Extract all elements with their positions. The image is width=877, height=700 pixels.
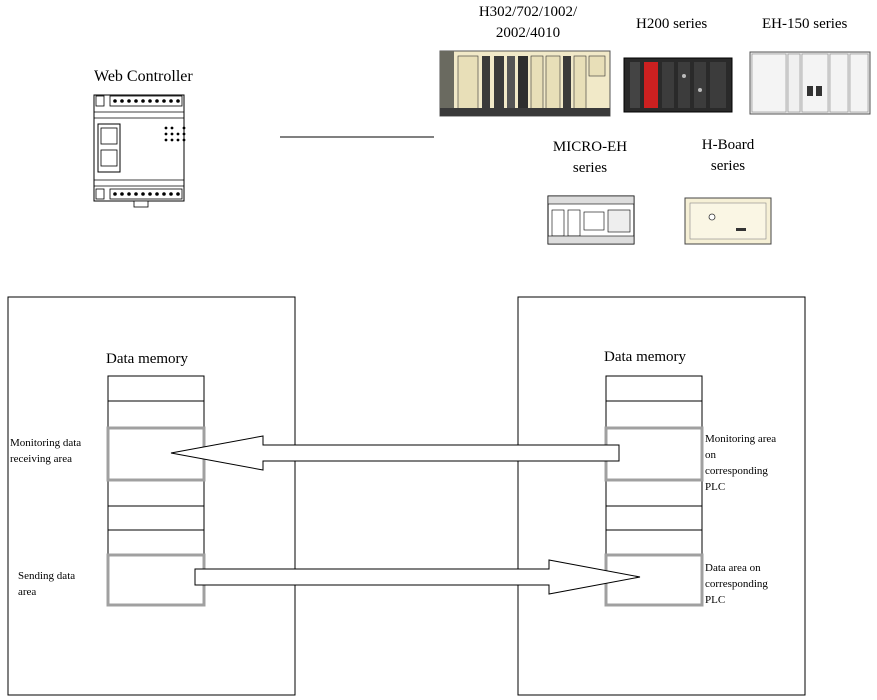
right-data-label-line1: Data area on — [705, 562, 761, 574]
web-controller-label: Web Controller — [94, 68, 193, 85]
right-monitoring-label-line1: Monitoring area — [705, 433, 777, 445]
left-memory-stack — [107, 375, 205, 607]
h-board-image — [684, 197, 772, 245]
left-monitoring-label-line1: Monitoring data — [10, 437, 82, 449]
hboard-label-line1: H-Board — [701, 137, 755, 153]
web-controller-device — [93, 94, 186, 208]
left-monitoring-label-line2: receiving area — [10, 452, 72, 465]
right-memory-stack — [605, 375, 703, 607]
eh150-label: EH-150 series — [762, 16, 848, 32]
left-sending-label: Sending data area — [18, 569, 106, 601]
eh150-plc-image — [749, 51, 871, 115]
right-panel-frame — [517, 296, 806, 696]
right-data-label: Data area on corresponding PLC — [705, 561, 801, 609]
right-monitoring-label-line2: on — [705, 448, 716, 461]
right-memory-title: Data memory — [604, 349, 687, 365]
right-monitoring-label-line3: corresponding — [705, 464, 768, 477]
left-sending-label-line1: Sending data — [18, 570, 76, 582]
left-sending-label-line2: area — [18, 585, 37, 598]
micro-eh-label-line2: series — [572, 160, 608, 176]
h200-label: H200 series — [636, 16, 708, 32]
h302-plc-image — [439, 50, 611, 117]
left-memory-title: Data memory — [106, 351, 189, 367]
right-data-label-line2: corresponding — [705, 577, 768, 590]
right-monitoring-label-line4: PLC — [705, 480, 726, 493]
micro-eh-plc-image — [547, 195, 635, 245]
hboard-label-line2: series — [710, 158, 746, 174]
micro-eh-label-line1: MICRO-EH — [552, 139, 628, 155]
monitoring-arrow — [170, 435, 620, 471]
left-panel-frame — [7, 296, 296, 696]
sending-arrow — [194, 559, 641, 595]
h200-plc-image — [623, 57, 733, 113]
h302-label-line1: H302/702/1002/ — [478, 4, 578, 20]
left-monitoring-label: Monitoring data receiving area — [10, 436, 106, 468]
right-monitoring-label: Monitoring area on corresponding PLC — [705, 432, 801, 496]
h302-label-line2: 2002/4010 — [495, 25, 561, 41]
right-data-label-line3: PLC — [705, 593, 726, 606]
